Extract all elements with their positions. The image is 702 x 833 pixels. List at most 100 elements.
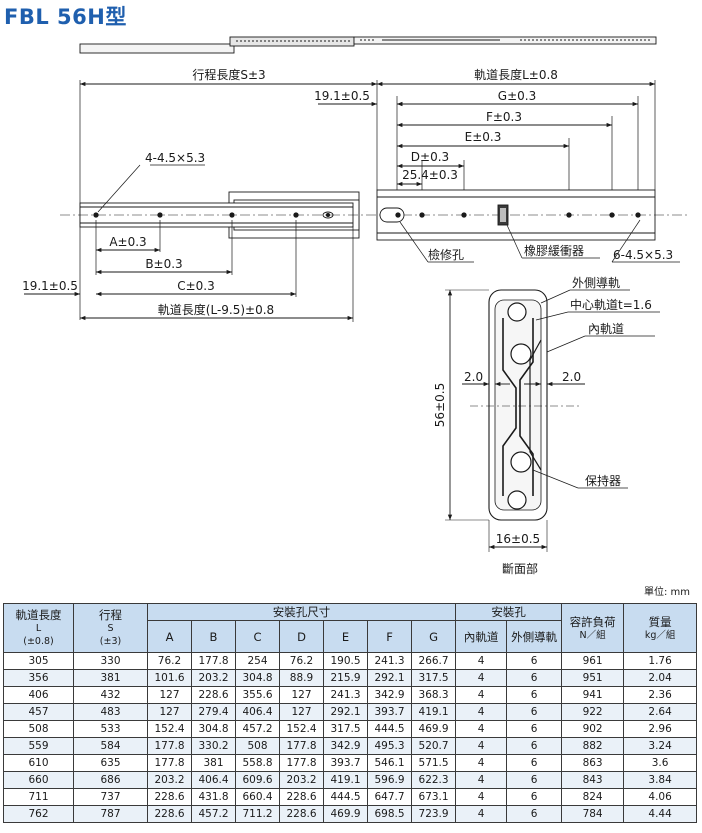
table-cell: 203.2 <box>191 669 236 687</box>
table-cell: 571.5 <box>410 754 457 772</box>
header-outer-rail: 外側導軌 <box>506 620 563 653</box>
table-cell: 127 <box>147 686 192 704</box>
table-cell: 762 <box>3 805 74 823</box>
header-col-a: A <box>147 620 192 653</box>
table-cell: 304.8 <box>191 720 236 738</box>
table-cell: 902 <box>561 720 625 738</box>
table-cell: 279.4 <box>191 703 236 721</box>
table-cell: 228.6 <box>147 805 192 823</box>
header-col-b: B <box>191 620 236 653</box>
table-cell: 559 <box>3 737 74 755</box>
table-cell: 4 <box>455 771 508 789</box>
cross-section-view <box>445 289 660 552</box>
table-cell: 203.2 <box>279 771 324 789</box>
retainer-label: 保持器 <box>585 473 621 488</box>
header-col-f: F <box>367 620 412 653</box>
header-mount-holes: 安裝孔 <box>455 603 563 621</box>
table-cell: 330.2 <box>191 737 236 755</box>
table-cell: 6 <box>506 720 563 738</box>
table-cell: 495.3 <box>367 737 412 755</box>
table-cell: 444.5 <box>323 788 368 806</box>
spec-table: 軌道長度 L (±0.8) 行程 S (±3) 安裝孔尺寸 安裝孔 容許負荷 N… <box>3 603 698 823</box>
table-cell: 660 <box>3 771 74 789</box>
table-cell: 355.6 <box>235 686 280 704</box>
table-cell: 824 <box>561 788 625 806</box>
table-cell: 660.4 <box>235 788 280 806</box>
table-cell: 4 <box>455 703 508 721</box>
table-cell: 546.1 <box>367 754 412 772</box>
table-cell: 723.9 <box>410 805 457 823</box>
table-cell: 711.2 <box>235 805 280 823</box>
table-cell: 419.1 <box>410 703 457 721</box>
table-cell: 228.6 <box>191 686 236 704</box>
table-cell: 393.7 <box>367 703 412 721</box>
dim-g-label: G±0.3 <box>498 89 536 103</box>
header-col-e: E <box>323 620 368 653</box>
table-cell: 342.9 <box>323 737 368 755</box>
table-cell: 241.3 <box>367 652 412 670</box>
dim-a-label: A±0.3 <box>109 235 146 249</box>
table-cell: 127 <box>279 703 324 721</box>
table-cell: 6 <box>506 652 563 670</box>
table-cell: 241.3 <box>323 686 368 704</box>
holes-right-label: 6-4.5×5.3 <box>613 248 673 262</box>
gap-right-label: 2.0 <box>562 370 581 384</box>
page-title: FBL 56H型 <box>4 5 127 29</box>
table-cell: 4 <box>455 737 508 755</box>
table-cell: 228.6 <box>147 788 192 806</box>
section-label: 斷面部 <box>502 561 538 576</box>
rubber-buffer-label: 橡膠緩衝器 <box>524 244 584 258</box>
table-cell: 922 <box>561 703 625 721</box>
table-cell: 177.8 <box>147 737 192 755</box>
outer-rail-label: 外側導軌 <box>572 275 620 290</box>
table-cell: 127 <box>147 703 192 721</box>
table-cell: 951 <box>561 669 625 687</box>
table-cell: 698.5 <box>367 805 412 823</box>
dim-d-label: D±0.3 <box>411 150 449 164</box>
center-rail-label: 中心軌道t=1.6 <box>570 297 652 312</box>
table-cell: 6 <box>506 686 563 704</box>
header-stroke: 行程 S (±3) <box>73 603 148 653</box>
table-cell: 368.3 <box>410 686 457 704</box>
table-cell: 76.2 <box>147 652 192 670</box>
table-cell: 190.5 <box>323 652 368 670</box>
table-cell: 177.8 <box>191 652 236 670</box>
table-cell: 228.6 <box>279 788 324 806</box>
header-col-d: D <box>279 620 324 653</box>
header-mass: 質量 kg／組 <box>623 603 698 653</box>
gap-left-label: 2.0 <box>464 370 483 384</box>
table-cell: 88.9 <box>279 669 324 687</box>
table-cell: 406.4 <box>191 771 236 789</box>
table-cell: 6 <box>506 788 563 806</box>
table-cell: 317.5 <box>410 669 457 687</box>
header-col-c: C <box>235 620 280 653</box>
table-cell: 457.2 <box>191 805 236 823</box>
offset-bottom-label: 19.1±0.5 <box>22 279 78 293</box>
extended-slide-thumbnail <box>79 36 657 54</box>
table-cell: 673.1 <box>410 788 457 806</box>
inner-rail-label: 內軌道 <box>588 321 624 336</box>
table-cell: 6 <box>506 703 563 721</box>
table-cell: 622.3 <box>410 771 457 789</box>
table-cell: 4 <box>455 788 508 806</box>
table-cell: 381 <box>191 754 236 772</box>
table-cell: 292.1 <box>367 669 412 687</box>
rail-length-label: 軌道長度L±0.8 <box>474 67 558 82</box>
dim-b-label: B±0.3 <box>145 257 182 271</box>
table-cell: 686 <box>73 771 148 789</box>
table-cell: 6 <box>506 754 563 772</box>
table-cell: 558.8 <box>235 754 280 772</box>
table-cell: 4.06 <box>623 788 698 806</box>
table-cell: 431.8 <box>191 788 236 806</box>
table-cell: 266.7 <box>410 652 457 670</box>
table-cell: 457.2 <box>235 720 280 738</box>
table-cell: 215.9 <box>323 669 368 687</box>
table-cell: 177.8 <box>279 737 324 755</box>
table-cell: 520.7 <box>410 737 457 755</box>
